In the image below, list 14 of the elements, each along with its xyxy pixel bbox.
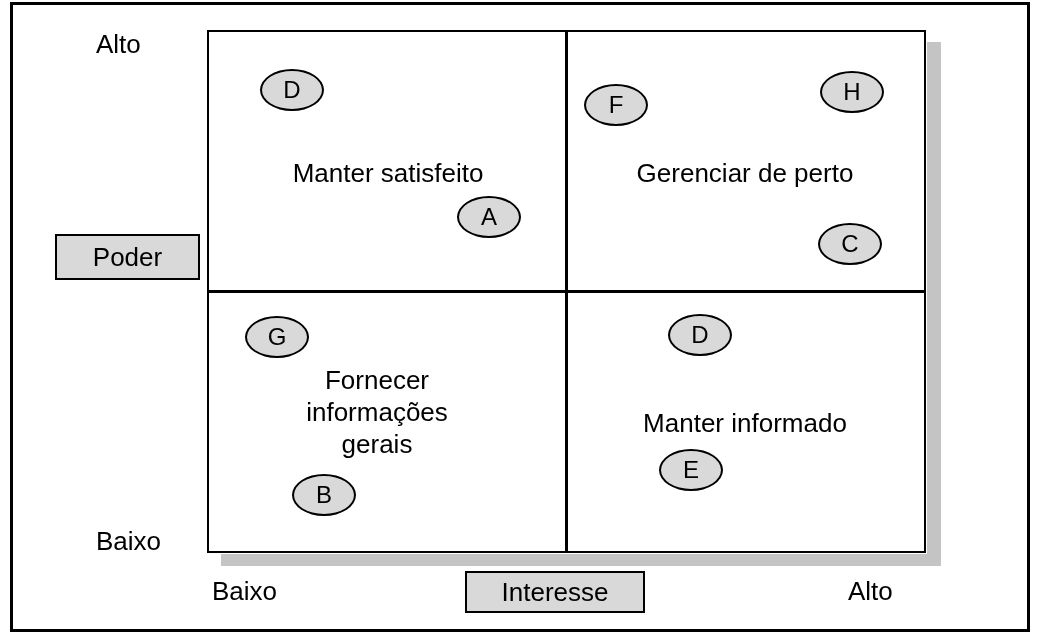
- axis-title-box: Interesse: [465, 571, 645, 613]
- quadrant-box: [566, 291, 926, 553]
- quadrant-box: [207, 291, 567, 553]
- quadrant-label: Gerenciar de perto: [635, 157, 855, 189]
- quadrant-label: Fornecer informações gerais: [305, 364, 449, 460]
- quadrant-label: Manter satisfeito: [291, 157, 485, 189]
- axis-tick-label: Baixo: [96, 525, 162, 557]
- quadrant-box: [207, 30, 567, 292]
- axis-tick-label: Alto: [848, 575, 893, 607]
- quadrant-label: Manter informado: [642, 407, 848, 439]
- axis-tick-label: Alto: [96, 28, 141, 60]
- axis-title-box: Poder: [55, 234, 200, 280]
- axis-tick-label: Baixo: [212, 575, 278, 607]
- quadrant-box: [566, 30, 926, 292]
